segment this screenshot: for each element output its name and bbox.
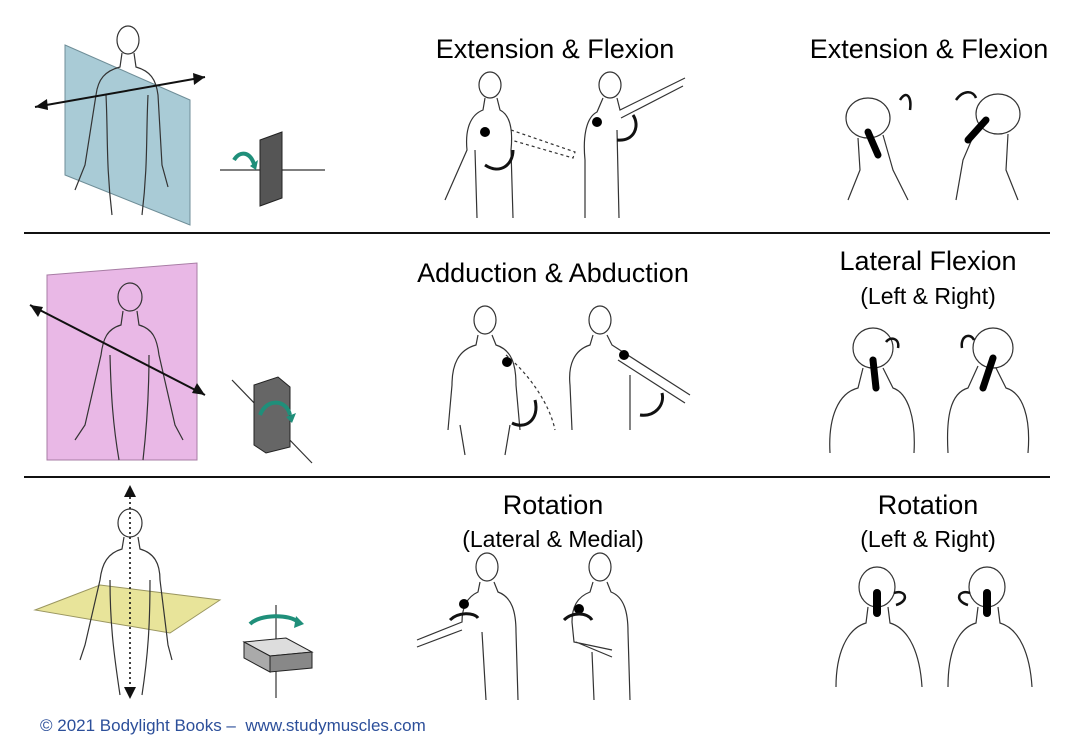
row-divider-2 bbox=[24, 476, 1050, 478]
transverse-plane-figure bbox=[33, 485, 222, 699]
shoulder-title-row1: Extension & Flexion bbox=[435, 34, 675, 64]
frontal-plane bbox=[46, 262, 198, 461]
sagittal-plane bbox=[64, 44, 191, 226]
shoulder-rotation-illustration bbox=[416, 552, 631, 701]
sagittal-axis-icon bbox=[220, 131, 325, 207]
sagittal-plane-figure bbox=[34, 25, 206, 226]
shoulder-title-row3: Rotation bbox=[502, 490, 604, 520]
shoulder-subtitle-row3: (Lateral & Medial) bbox=[462, 526, 644, 552]
axis-arrow-frontal bbox=[29, 304, 206, 396]
transverse-axis-icon bbox=[242, 605, 314, 698]
neck-title-row3: Rotation bbox=[877, 490, 979, 520]
neck-lateral-flexion-illustration bbox=[829, 327, 1030, 454]
neck-subtitle-row3: (Left & Right) bbox=[860, 526, 996, 552]
frontal-axis-icon bbox=[231, 376, 313, 464]
extension-arrow bbox=[484, 149, 515, 171]
neck-subtitle-row2: (Left & Right) bbox=[860, 283, 996, 309]
shoulder-abduction-illustration bbox=[447, 305, 691, 456]
row-divider-1 bbox=[24, 232, 1050, 234]
neck-title-row2: Lateral Flexion bbox=[839, 246, 1017, 276]
shoulder-flexion-illustration bbox=[444, 71, 686, 219]
copyright-footer: © 2021 Bodylight Books – www.studymuscle… bbox=[40, 716, 426, 735]
shoulder-title-row2: Adduction & Abduction bbox=[417, 258, 689, 288]
neck-rotation-illustration bbox=[835, 566, 1033, 688]
neck-title-row1: Extension & Flexion bbox=[809, 34, 1049, 64]
neck-flexion-illustration bbox=[845, 91, 1021, 201]
transverse-plane bbox=[33, 584, 222, 634]
frontal-plane-figure bbox=[29, 262, 206, 461]
axis-arrow bbox=[34, 76, 206, 108]
flexion-arrow bbox=[616, 114, 638, 142]
